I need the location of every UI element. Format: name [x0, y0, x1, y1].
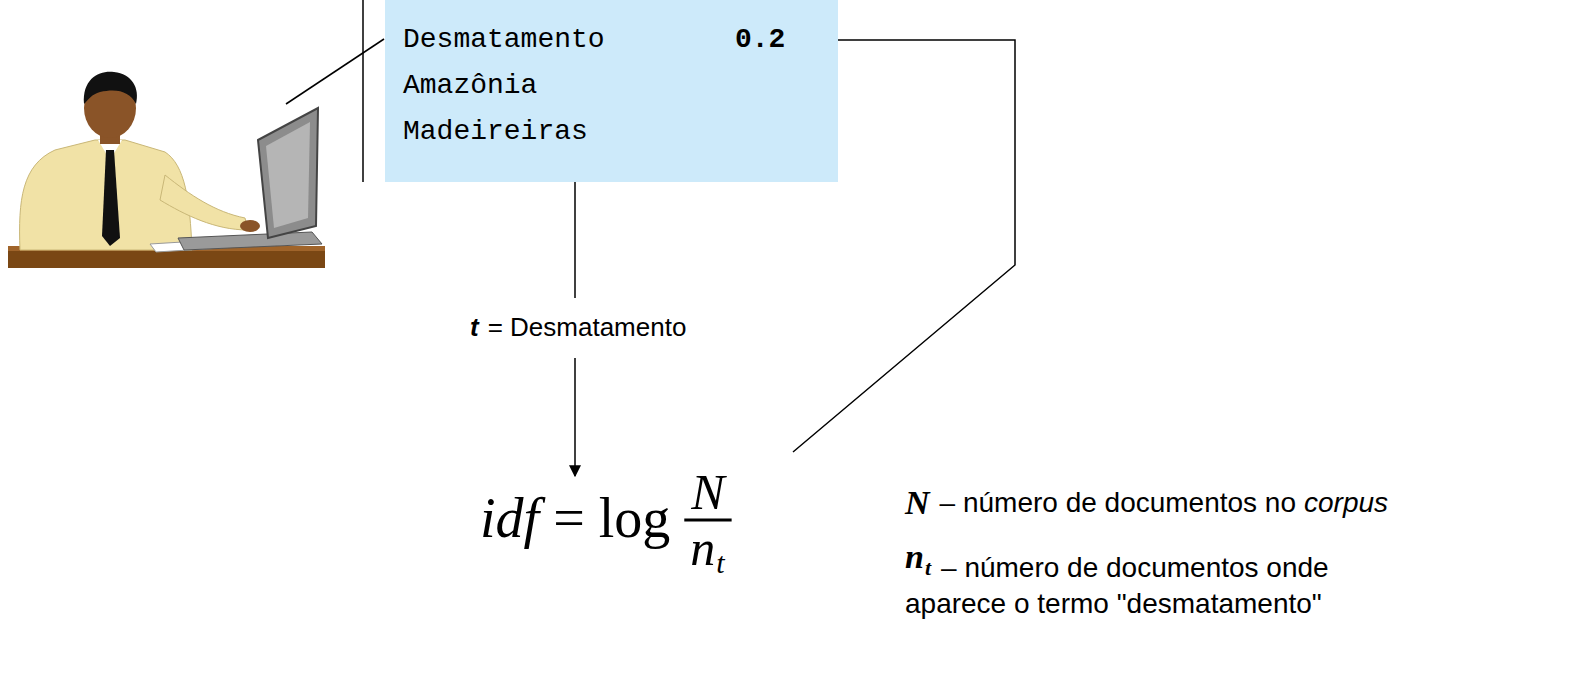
symbol-name: N: [905, 486, 930, 520]
flow-arrow: [574, 182, 576, 298]
callout-pointer: [286, 0, 384, 182]
formula-operator: =: [553, 490, 585, 546]
formula-numerator: N: [691, 467, 724, 517]
formula-subscript: t: [716, 548, 724, 578]
formula-denominator: n: [690, 523, 715, 573]
fraction-bar: [684, 519, 731, 522]
symbol-name: n: [905, 540, 924, 574]
weight-value: 0.2: [735, 26, 785, 54]
term-label: = Desmatamento: [488, 314, 687, 340]
user-clipart: [8, 72, 325, 268]
variable-name: t: [470, 314, 479, 340]
formula-function: log: [599, 490, 671, 546]
symbol-definition: – número de documentos no: [940, 489, 1296, 517]
keyword-box: Desmatamento 0.2AmazôniaMadeireiras: [385, 0, 838, 182]
flow-arrow: [574, 358, 576, 476]
symbol-subscript: t: [925, 557, 931, 579]
symbol-definition: aparece o termo "desmatamento": [905, 590, 1322, 618]
formula-name: idf: [480, 490, 539, 546]
query-term: Amazônia: [403, 72, 537, 100]
query-term: Madeireiras: [403, 118, 588, 146]
symbol-definition: – número de documentos onde: [941, 554, 1329, 582]
symbol-definition: corpus: [1304, 489, 1388, 517]
query-term: Desmatamento: [403, 26, 605, 54]
